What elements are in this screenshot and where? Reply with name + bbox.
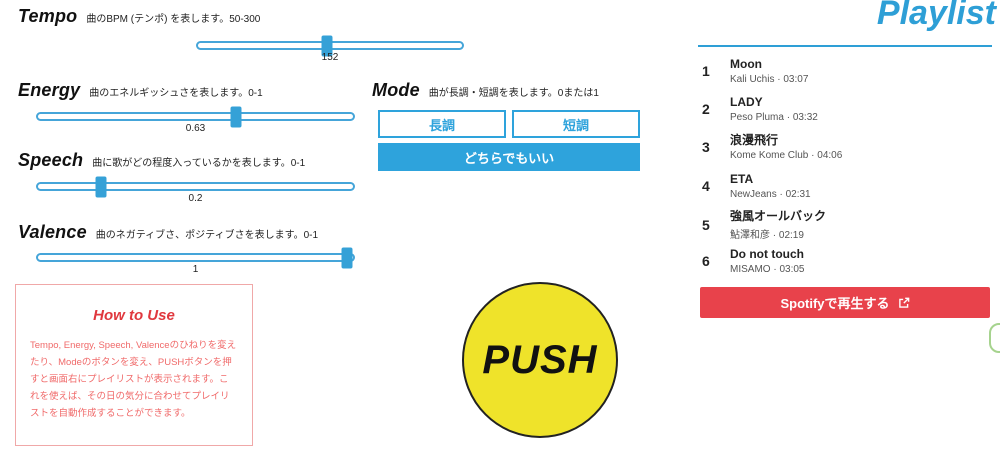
- energy-heading: Energy: [18, 80, 81, 100]
- mode-either-button[interactable]: どちらでもいい: [378, 143, 640, 171]
- spotify-embed-partial: [989, 323, 1000, 353]
- speech-description: 曲に歌がどの程度入っているかを表します。0-1: [92, 158, 306, 169]
- tempo-slider[interactable]: [196, 35, 464, 56]
- playlist-item: 6 Do not touch MISAMO · 03:05: [702, 247, 990, 275]
- tempo-section-header: Tempo 曲のBPM (テンポ) を表します。50-300: [18, 6, 260, 27]
- track-title: Moon: [730, 57, 762, 71]
- mode-major-button[interactable]: 長調: [378, 110, 506, 138]
- track-number: 6: [702, 253, 710, 269]
- how-to-use-box: How to Use Tempo, Energy, Speech, Valenc…: [15, 284, 253, 446]
- playlist-title-underline: [698, 45, 992, 47]
- energy-slider-thumb[interactable]: [230, 106, 242, 127]
- track-meta: MISAMO · 03:05: [730, 264, 805, 275]
- playlist-item: 5 強風オールバック 鮎澤和彦 · 02:19: [702, 209, 990, 241]
- track-number: 4: [702, 178, 710, 194]
- speech-slider-thumb[interactable]: [95, 176, 107, 197]
- valence-section-header: Valence 曲のネガティブさ、ポジティブさを表します。0-1: [18, 222, 318, 243]
- energy-section-header: Energy 曲のエネルギッシュさを表します。0-1: [18, 80, 263, 101]
- mode-section-header: Mode 曲が長調・短調を表します。0または1: [372, 80, 599, 101]
- energy-slider[interactable]: [36, 106, 355, 127]
- valence-slider-thumb[interactable]: [341, 247, 353, 268]
- valence-description: 曲のネガティブさ、ポジティブさを表します。0-1: [95, 230, 319, 241]
- track-title: 浪漫飛行: [730, 133, 779, 147]
- playlist-item: 4 ETA NewJeans · 02:31: [702, 172, 990, 200]
- valence-slider-value: 1: [192, 264, 199, 275]
- how-to-use-title: How to Use: [93, 307, 175, 324]
- tempo-description: 曲のBPM (テンポ) を表します。50-300: [86, 14, 261, 25]
- track-number: 3: [702, 139, 710, 155]
- spotify-play-button[interactable]: Spotifyで再生する: [700, 287, 990, 318]
- mode-heading: Mode: [372, 80, 420, 100]
- playlist-title: Playlist: [876, 0, 996, 32]
- valence-slider[interactable]: [36, 247, 355, 268]
- playlist-item: 1 Moon Kali Uchis · 03:07: [702, 57, 990, 85]
- how-to-use-body: Tempo, Energy, Speech, Valenceのひねりを変えたり、…: [30, 340, 237, 419]
- track-meta: Kome Kome Club · 04:06: [730, 150, 843, 161]
- tempo-slider-thumb[interactable]: [321, 35, 333, 56]
- track-number: 1: [702, 63, 710, 79]
- tempo-slider-value: 152: [321, 52, 339, 63]
- track-title: LADY: [730, 95, 763, 109]
- spotify-play-button-label: Spotifyで再生する: [780, 296, 890, 311]
- energy-description: 曲のエネルギッシュさを表します。0-1: [89, 88, 263, 99]
- external-link-icon: [898, 297, 909, 308]
- track-number: 2: [702, 101, 710, 117]
- track-title: 強風オールバック: [730, 209, 827, 223]
- valence-heading: Valence: [18, 222, 87, 242]
- track-meta: 鮎澤和彦 · 02:19: [730, 230, 804, 241]
- track-meta: Kali Uchis · 03:07: [730, 74, 809, 85]
- speech-section-header: Speech 曲に歌がどの程度入っているかを表します。0-1: [18, 150, 305, 171]
- push-button[interactable]: PUSH: [462, 282, 618, 438]
- track-meta: Peso Pluma · 03:32: [730, 112, 818, 123]
- playlist-item: 2 LADY Peso Pluma · 03:32: [702, 95, 990, 123]
- track-meta: NewJeans · 02:31: [730, 189, 811, 200]
- speech-slider-value: 0.2: [188, 193, 203, 204]
- track-title: Do not touch: [730, 247, 804, 261]
- speech-slider[interactable]: [36, 176, 355, 197]
- mode-minor-button[interactable]: 短調: [512, 110, 640, 138]
- track-number: 5: [702, 217, 710, 233]
- playlist-item: 3 浪漫飛行 Kome Kome Club · 04:06: [702, 133, 990, 161]
- energy-slider-value: 0.63: [185, 123, 206, 134]
- speech-heading: Speech: [18, 150, 84, 170]
- tempo-heading: Tempo: [18, 6, 78, 26]
- track-title: ETA: [730, 172, 754, 186]
- mode-description: 曲が長調・短調を表します。0または1: [428, 88, 599, 99]
